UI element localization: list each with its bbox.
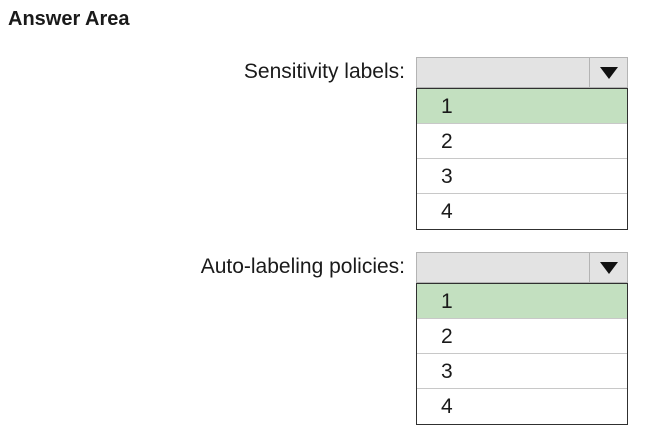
option-3[interactable]: 3 bbox=[417, 354, 627, 389]
sensitivity-labels-select[interactable] bbox=[416, 57, 628, 88]
sensitivity-labels-options-list: 1 2 3 4 bbox=[416, 88, 628, 230]
option-1[interactable]: 1 bbox=[417, 89, 627, 124]
auto-labeling-policies-options-list: 1 2 3 4 bbox=[416, 283, 628, 425]
auto-labeling-policies-dropdown[interactable]: 1 2 3 4 bbox=[416, 252, 628, 425]
dropdown-arrow-button[interactable] bbox=[589, 58, 627, 87]
option-2[interactable]: 2 bbox=[417, 319, 627, 354]
option-1[interactable]: 1 bbox=[417, 284, 627, 319]
answer-area-title: Answer Area bbox=[8, 8, 130, 30]
triangle-down-icon bbox=[599, 261, 618, 274]
sensitivity-labels-dropdown[interactable]: 1 2 3 4 bbox=[416, 57, 628, 230]
auto-labeling-policies-select[interactable] bbox=[416, 252, 628, 283]
triangle-down-icon bbox=[599, 66, 618, 79]
option-4[interactable]: 4 bbox=[441, 395, 453, 418]
auto-labeling-policies-label: Auto-labeling policies: bbox=[200, 255, 405, 278]
option-3[interactable]: 3 bbox=[417, 159, 627, 194]
sensitivity-labels-label: Sensitivity labels: bbox=[243, 60, 405, 83]
option-4[interactable]: 4 bbox=[441, 200, 453, 223]
dropdown-arrow-button[interactable] bbox=[589, 253, 627, 282]
option-2[interactable]: 2 bbox=[417, 124, 627, 159]
